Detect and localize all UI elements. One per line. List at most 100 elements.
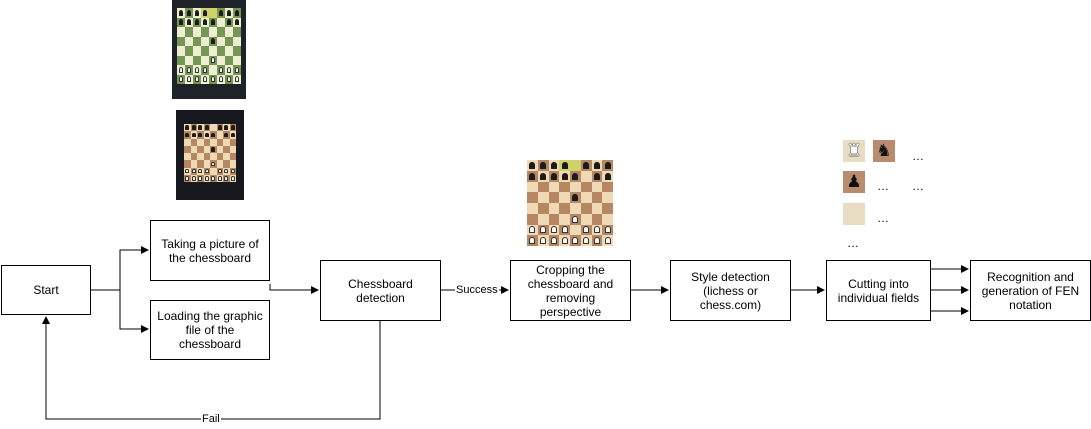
board-square [185,55,193,65]
load-file-node: Loading the graphic file of the chessboa… [150,300,270,360]
board-square [193,27,201,37]
board-square [591,192,603,203]
board-square [203,131,210,139]
board-square [537,160,549,171]
black-piece-icon [198,125,203,130]
board-square [210,124,217,132]
white-piece-icon [198,176,203,181]
white-piece-icon [540,226,547,234]
board-square [527,235,538,246]
white-piece-icon [191,176,196,181]
board-square [225,55,233,65]
white-piece-icon [572,215,579,223]
black-piece-icon [234,19,240,26]
black-piece-icon [210,19,216,26]
white-piece-icon [186,66,192,73]
board-square [580,235,592,246]
board-square [233,36,241,46]
black-piece-icon [583,161,590,169]
black-piece-icon [202,9,208,16]
board-square [197,131,204,139]
board-square [602,203,613,214]
board-square [527,213,538,225]
board-square [223,124,230,132]
board-square [209,8,217,18]
black-piece-icon [202,19,208,26]
board-square [197,160,204,168]
board-square [229,131,236,139]
white-piece-icon [204,176,209,181]
board-square [527,224,538,236]
black-piece-icon [226,19,232,26]
board-square [190,160,197,168]
edge-to-detection [269,284,319,294]
white-piece-icon [593,237,600,245]
field-empty-tile [843,203,865,225]
recognition-label: Recognition and generation of FEN notati… [981,269,1080,312]
black-pawn-icon: ♟ [846,171,862,192]
board-square [197,153,204,161]
board-square [197,167,204,175]
board-square [190,138,197,146]
board-square [223,131,230,139]
white-piece-icon [550,237,557,245]
black-piece-icon [234,9,240,16]
board-square [591,224,603,236]
board-square [217,17,225,27]
board-square [233,8,241,18]
board-square [216,174,223,182]
white-piece-icon [185,168,190,174]
white-piece-icon [561,226,568,234]
board-square [210,160,217,168]
fields-ellipsis-1: … [912,149,925,163]
board-square [591,213,603,225]
start-node: Start [1,265,91,315]
board-square [591,203,603,214]
board-square [209,17,217,27]
board-square [580,192,592,203]
board-square [216,167,223,175]
board-square [233,55,241,65]
fail-label: Fail [201,413,221,425]
board-square [559,160,570,171]
field-rook-tile: ♜ [843,140,865,162]
board-square [190,124,197,132]
black-piece-icon [185,125,190,130]
black-piece-icon [217,125,222,130]
board-square [229,167,236,175]
board-square [570,160,581,171]
brown-photo-board-grid [184,124,236,182]
board-square [602,235,613,246]
board-square [210,138,217,146]
board-square [591,160,603,171]
board-square [602,213,613,225]
field-knight-tile: ♞ [873,140,895,162]
board-square [559,224,570,236]
black-piece-icon [540,172,547,180]
board-square [225,65,233,75]
board-square [570,224,581,236]
white-piece-icon [593,226,600,234]
board-square [537,170,549,182]
board-square [602,192,613,203]
black-piece-icon [529,172,536,180]
black-piece-icon [186,9,192,16]
black-piece-icon [185,132,190,138]
white-piece-icon [529,237,536,245]
board-square [223,174,230,182]
board-square [185,27,193,37]
board-square [185,36,193,46]
black-piece-icon [604,172,611,180]
board-square [548,181,560,193]
board-square [229,174,236,182]
green-chessboard-photo [172,0,246,99]
board-square [559,170,570,182]
board-square [216,131,223,139]
board-square [193,17,201,27]
white-rook-icon: ♜ [846,140,862,161]
board-square [197,124,204,132]
white-piece-icon [583,237,590,245]
board-square [177,36,185,46]
board-square [209,65,217,75]
board-square [233,74,241,84]
